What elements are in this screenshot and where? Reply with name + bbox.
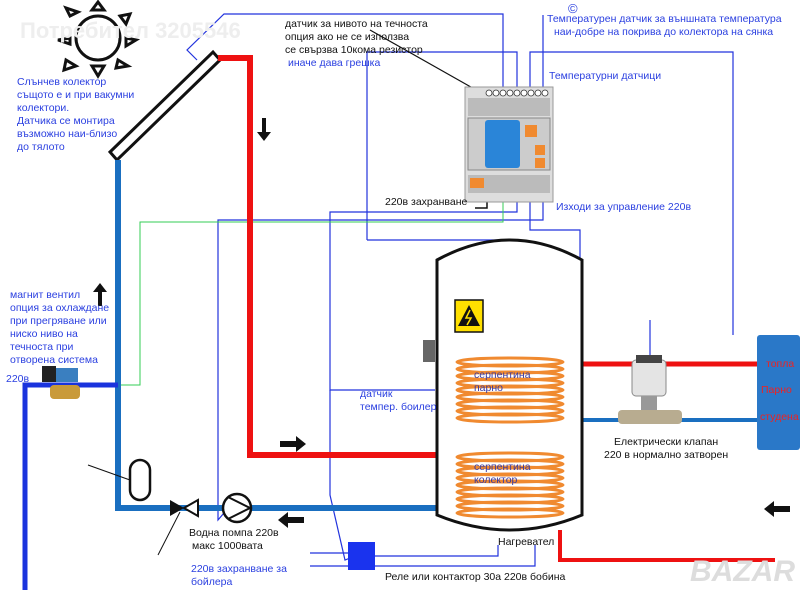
text-line: опция за охлаждане: [10, 302, 110, 314]
electric-valve: [618, 355, 682, 424]
heating-label: Парно: [761, 384, 792, 396]
text-line: бойлера: [191, 576, 233, 588]
valve-voltage-label: 220в: [6, 373, 30, 385]
text-line: се свързва 10кома резистор: [285, 44, 423, 56]
text-line: до тялото: [17, 141, 65, 153]
arrow-up-icon: [93, 283, 107, 306]
text-line: наи-добре на покрива до колектора на сян…: [554, 26, 774, 38]
cold-pipe-collector: [115, 160, 458, 511]
pointer-line: [369, 29, 486, 96]
coil-collector-label: серпентина колектор: [474, 461, 531, 487]
electric-valve-label: Електрически клапан 220 в нормално затво…: [604, 436, 728, 462]
pointer-line: [87, 464, 131, 481]
copyright-symbol: ©: [568, 1, 578, 16]
sun-icon: [57, 0, 141, 79]
text-line: темпер. боилер: [360, 401, 437, 413]
magnet-valve-label: магнит вентил опция за охлаждане при пре…: [10, 289, 109, 367]
text-line: Датчика се монтира: [17, 115, 115, 127]
pump-icon: [221, 492, 253, 524]
flow-arrows: [93, 118, 790, 528]
text-line: серпентина: [474, 461, 531, 473]
expansion-vessel: [128, 458, 152, 502]
coils: [455, 356, 565, 519]
relay-box: [348, 542, 375, 570]
coil-turn: [455, 412, 565, 424]
text-line: датчик: [360, 388, 393, 400]
temp-sensors-label: Температурни датчици: [549, 70, 662, 82]
power-supply-label: 220в захранване: [385, 196, 468, 208]
outputs-label: Изходи за управление 220в: [556, 201, 692, 213]
text-line: възможно наи-близо: [17, 128, 118, 140]
solar-controller: [464, 86, 554, 203]
collector-label: Слънчев колектор същото е и при вакумни …: [17, 76, 134, 154]
text-line: Електрически клапан: [614, 436, 719, 448]
arrow-left-icon: [278, 512, 304, 528]
hot-pipe-collector: [218, 55, 458, 458]
text-line: течноста при: [10, 341, 74, 353]
thermostat-box: [423, 340, 435, 362]
text-line: макс 1000вата: [192, 540, 263, 552]
text-line: Слънчев колектор: [17, 76, 107, 88]
arrow-left-icon: [764, 501, 790, 517]
heater-label: Нагревател: [498, 536, 555, 548]
boiler-sensor-label: датчик темпер. боилер: [360, 388, 436, 414]
coil-heating-label: серпентина парно: [474, 369, 531, 395]
coil-turn: [455, 507, 565, 519]
text-line: колектори.: [17, 102, 70, 114]
hot-label: топла: [766, 358, 795, 370]
outside-sensor-label: Температурен датчик за външната температ…: [547, 13, 782, 39]
text-line: 220в захранване за: [191, 563, 287, 575]
text-line: колектор: [474, 474, 518, 486]
text-line: същото е и при вакумни: [17, 89, 135, 101]
valve-outlet-pipe: [22, 382, 118, 590]
text-line: магнит вентил: [10, 289, 81, 301]
arrow-right-icon: [280, 436, 306, 452]
ball-valve-icon: [157, 498, 199, 556]
text-line: парно: [474, 382, 504, 394]
pump-label: Водна помпа 220в макс 1000вата: [189, 527, 279, 553]
watermark: Потребител 3205546: [20, 18, 241, 43]
level-sensor-note: иначе дава грешка: [288, 57, 381, 69]
level-sensor-label: датчик за нивото на течноста опция ако н…: [285, 18, 428, 57]
text-line: ниско ниво на: [10, 328, 78, 340]
cold-label: студена: [760, 411, 799, 423]
text-line: 220 в нормално затворен: [604, 449, 729, 461]
text-line: Водна помпа 220в: [189, 527, 279, 539]
heating-system-box: [757, 335, 800, 450]
bazar-logo: BAZAR: [690, 555, 795, 588]
text-line: датчик за нивото на течноста: [285, 18, 428, 30]
relay-label: Реле или контактор 30а 220в бобина: [385, 571, 566, 583]
text-line: серпентина: [474, 369, 531, 381]
text-line: при прегряване или: [10, 315, 107, 327]
solenoid-valve: [42, 366, 80, 399]
arrow-down-icon: [257, 118, 271, 141]
text-line: отворена система: [10, 354, 98, 366]
text-line: опция ако не се използва: [285, 31, 410, 43]
hot-water-out-pipe: [558, 530, 775, 562]
text-line: Температурен датчик за външната температ…: [547, 13, 782, 25]
boiler-power-label: 220в захранване за бойлера: [191, 563, 287, 589]
warning-high-voltage-icon: [454, 299, 484, 333]
